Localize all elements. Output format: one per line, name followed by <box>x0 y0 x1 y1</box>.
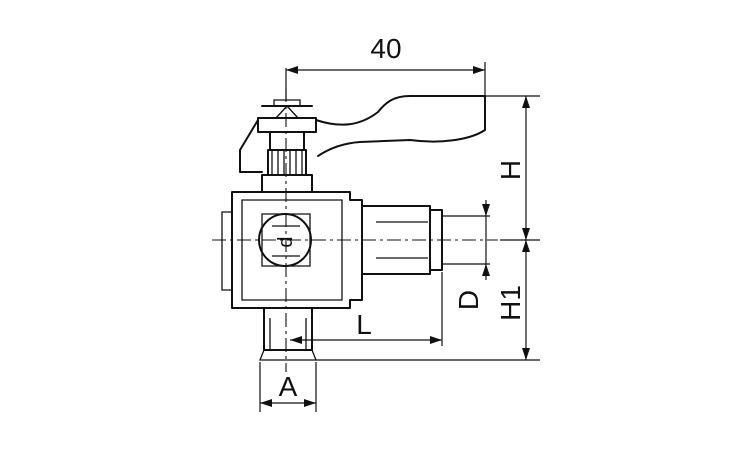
bottom-thread <box>259 307 317 361</box>
dimension-diameter: D <box>453 200 490 310</box>
centerlines <box>212 88 498 372</box>
valve-body <box>221 191 363 309</box>
dimension-thread: A <box>259 362 317 412</box>
ball-port <box>258 213 312 267</box>
dimension-length: L <box>290 272 443 346</box>
length-label: L <box>356 309 372 340</box>
width-dimension-label: 40 <box>370 33 401 64</box>
dimension-width: 40 <box>285 33 486 100</box>
dimension-heights: H H1 <box>316 95 540 361</box>
lever-handle <box>239 95 486 173</box>
height-upper-label: H <box>495 160 526 180</box>
stem-column <box>257 99 317 193</box>
thread-label: A <box>279 371 298 402</box>
height-lower-label: H1 <box>495 285 526 321</box>
port-mark-label: d <box>275 236 297 247</box>
diameter-label: D <box>453 290 484 310</box>
